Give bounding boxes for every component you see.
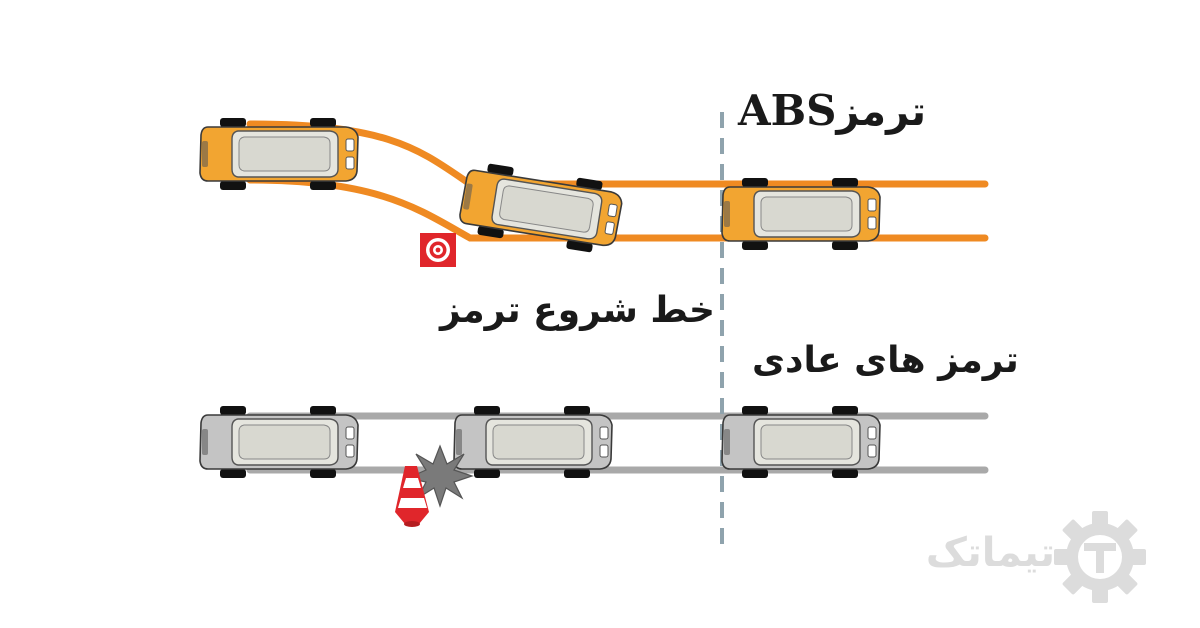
abs-car-1 bbox=[199, 117, 359, 191]
brake-start-line-label: خط شروع ترمز bbox=[440, 290, 715, 331]
abs-car-3 bbox=[721, 177, 881, 251]
collision-burst-icon bbox=[406, 444, 474, 508]
normal-braking-label: ترمز های عادی bbox=[752, 340, 1019, 381]
normal-car-3 bbox=[721, 405, 881, 479]
gear-logo-icon bbox=[1054, 511, 1146, 603]
normal-car-2 bbox=[453, 405, 613, 479]
watermark-text: تیماتک bbox=[925, 530, 1055, 576]
abs-braking-label-latin: ABS bbox=[738, 86, 837, 135]
watermark: تیماتک bbox=[915, 512, 1155, 602]
abs-car-2 bbox=[456, 159, 626, 257]
target-icon bbox=[420, 233, 456, 267]
abs-braking-label: ترمزABS bbox=[738, 86, 926, 135]
abs-braking-label-persian: ترمز bbox=[836, 89, 926, 135]
normal-car-1 bbox=[199, 405, 359, 479]
traffic-cone-icon bbox=[395, 466, 429, 527]
